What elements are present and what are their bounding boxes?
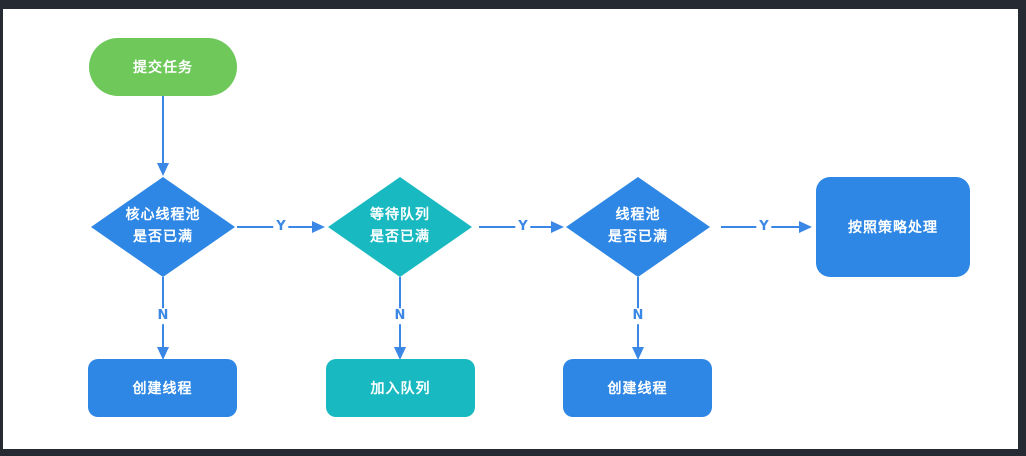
arrowhead-right-icon: [551, 221, 564, 233]
decision-thread-pool-line1: 线程池: [615, 207, 661, 224]
decision-thread-pool-full: 线程池 是否已满: [566, 177, 710, 277]
start-node-submit-task: 提交任务: [89, 38, 237, 96]
decision-wait-queue-line1: 等待队列: [370, 207, 430, 224]
arrowhead-down-icon: [632, 347, 644, 360]
decision-core-pool-line2: 是否已满: [133, 229, 193, 245]
decision-core-pool-full: 核心线程池 是否已满: [91, 177, 235, 277]
edge-label-yes-2: Y: [515, 219, 531, 235]
decision-wait-queue-line2: 是否已满: [370, 229, 430, 245]
policy-node-handle-by-policy: 按照策略处理: [816, 177, 970, 277]
edge-label-no-3: N: [629, 308, 647, 324]
arrowhead-down-icon: [157, 163, 169, 176]
edge-label-yes-3: Y: [756, 219, 772, 235]
edge-label-no-1: N: [154, 308, 172, 324]
edge-label-yes-1: Y: [273, 219, 289, 235]
start-node-label: 提交任务: [133, 60, 193, 76]
decision-wait-queue-full: 等待队列 是否已满: [328, 177, 472, 277]
action-create-thread-2: 创建线程: [563, 359, 712, 417]
action-create-thread-2-label: 创建线程: [607, 381, 668, 397]
decision-core-pool-line1: 核心线程池: [125, 207, 201, 224]
policy-node-label: 按照策略处理: [848, 220, 938, 236]
action-join-queue: 加入队列: [326, 359, 475, 417]
action-create-thread-1-label: 创建线程: [132, 381, 193, 397]
arrowhead-right-icon: [799, 221, 812, 233]
action-create-thread-1: 创建线程: [88, 359, 237, 417]
edge-start-to-core-pool: [162, 96, 164, 163]
arrowhead-down-icon: [157, 347, 169, 360]
arrowhead-down-icon: [394, 347, 406, 360]
edge-label-no-2: N: [391, 308, 409, 324]
action-join-queue-label: 加入队列: [370, 381, 431, 397]
edge-queue-to-pool: [479, 226, 551, 228]
arrowhead-right-icon: [312, 221, 325, 233]
decision-thread-pool-line2: 是否已满: [608, 229, 668, 245]
